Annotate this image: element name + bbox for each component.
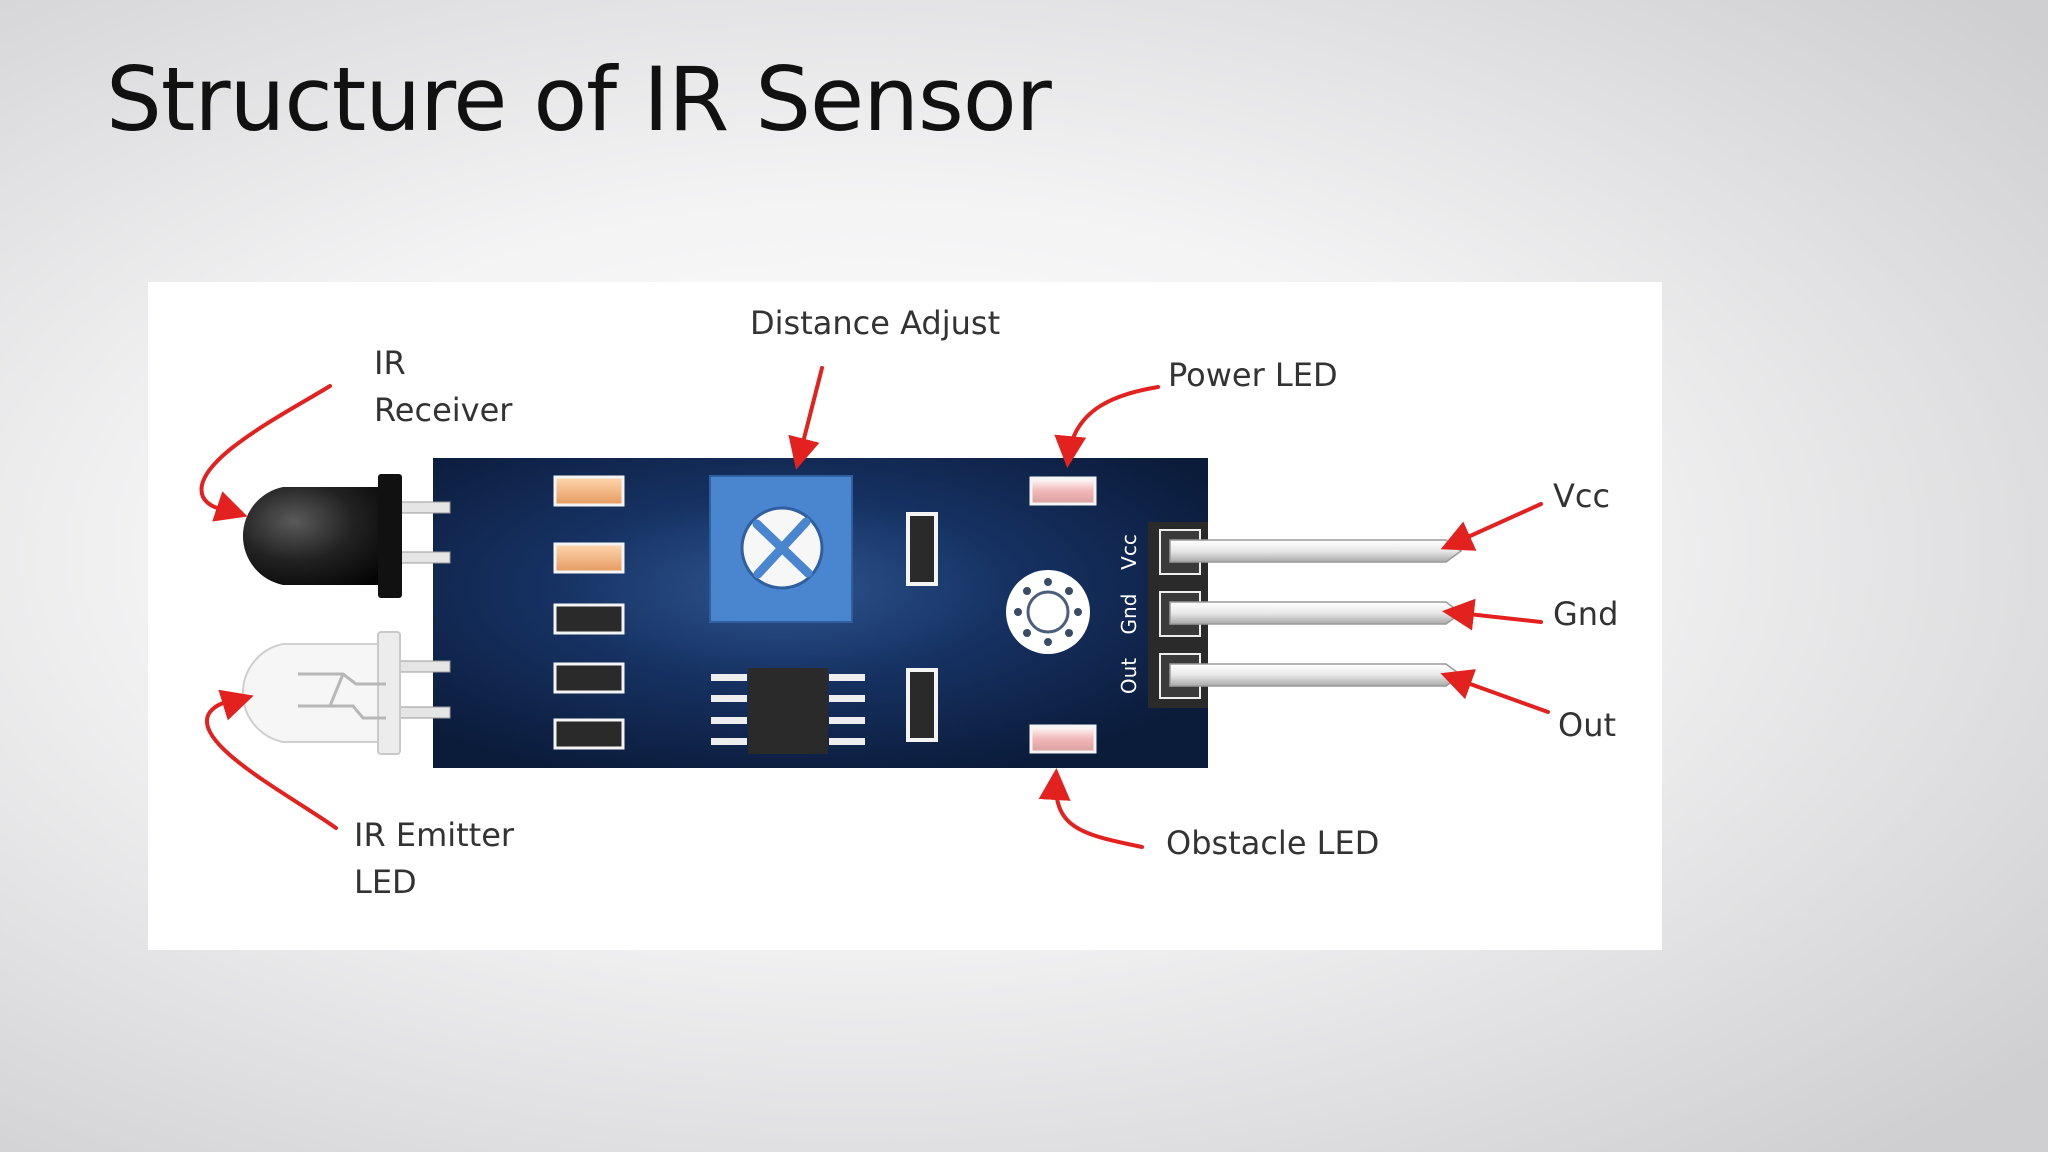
- label-ir-emitter: IR Emitter LED: [354, 812, 514, 906]
- arrow-obstacle-led: [1038, 768, 1144, 849]
- potentiometer: [709, 475, 853, 623]
- pcb-pin-label-gnd: Gnd: [1117, 594, 1141, 635]
- label-power-led: Power LED: [1168, 356, 1338, 394]
- ir-emitter-led: [241, 631, 401, 755]
- label-gnd: Gnd: [1553, 595, 1619, 633]
- pin-gnd: [1169, 601, 1463, 625]
- smd-capacitor-lower: [906, 668, 938, 742]
- arrow-out: [1440, 669, 1550, 714]
- arrow-vcc: [1440, 502, 1543, 551]
- diagram-artwork: Vcc Gnd Out: [199, 366, 1550, 849]
- pin-out: [1169, 663, 1463, 687]
- slide-title: Structure of IR Sensor: [106, 48, 1052, 151]
- smd-components-left: [553, 475, 625, 750]
- label-ir-emitter-line1: IR Emitter: [354, 816, 515, 854]
- power-led: [1029, 476, 1097, 506]
- obstacle-led: [1029, 724, 1097, 754]
- smd-capacitor-upper: [906, 512, 938, 586]
- arrow-ir-receiver: [199, 384, 332, 522]
- ir-receiver-led: [242, 474, 402, 598]
- arrow-ir-emitter: [205, 689, 338, 830]
- label-vcc: Vcc: [1553, 477, 1611, 515]
- label-ir-receiver-line1: IR: [374, 344, 406, 382]
- pcb-pin-label-vcc: Vcc: [1117, 534, 1141, 570]
- label-obstacle-led: Obstacle LED: [1166, 824, 1380, 862]
- label-ir-receiver-line2: Receiver: [374, 391, 513, 429]
- ir-sensor-diagram: Vcc Gnd Out IR Receiver Distance Adjust …: [148, 282, 1662, 950]
- arrow-distance-adjust: [788, 366, 824, 470]
- ic-chip: [711, 668, 865, 754]
- label-distance-adjust: Distance Adjust: [750, 304, 1001, 342]
- pcb-pin-label-out: Out: [1117, 658, 1141, 694]
- arrow-gnd: [1442, 598, 1543, 631]
- label-out: Out: [1558, 706, 1617, 744]
- mounting-hole: [1006, 570, 1090, 654]
- label-ir-receiver: IR Receiver: [374, 340, 512, 434]
- arrow-power-led: [1054, 385, 1160, 468]
- pin-vcc: [1169, 539, 1463, 563]
- label-ir-emitter-line2: LED: [354, 863, 417, 901]
